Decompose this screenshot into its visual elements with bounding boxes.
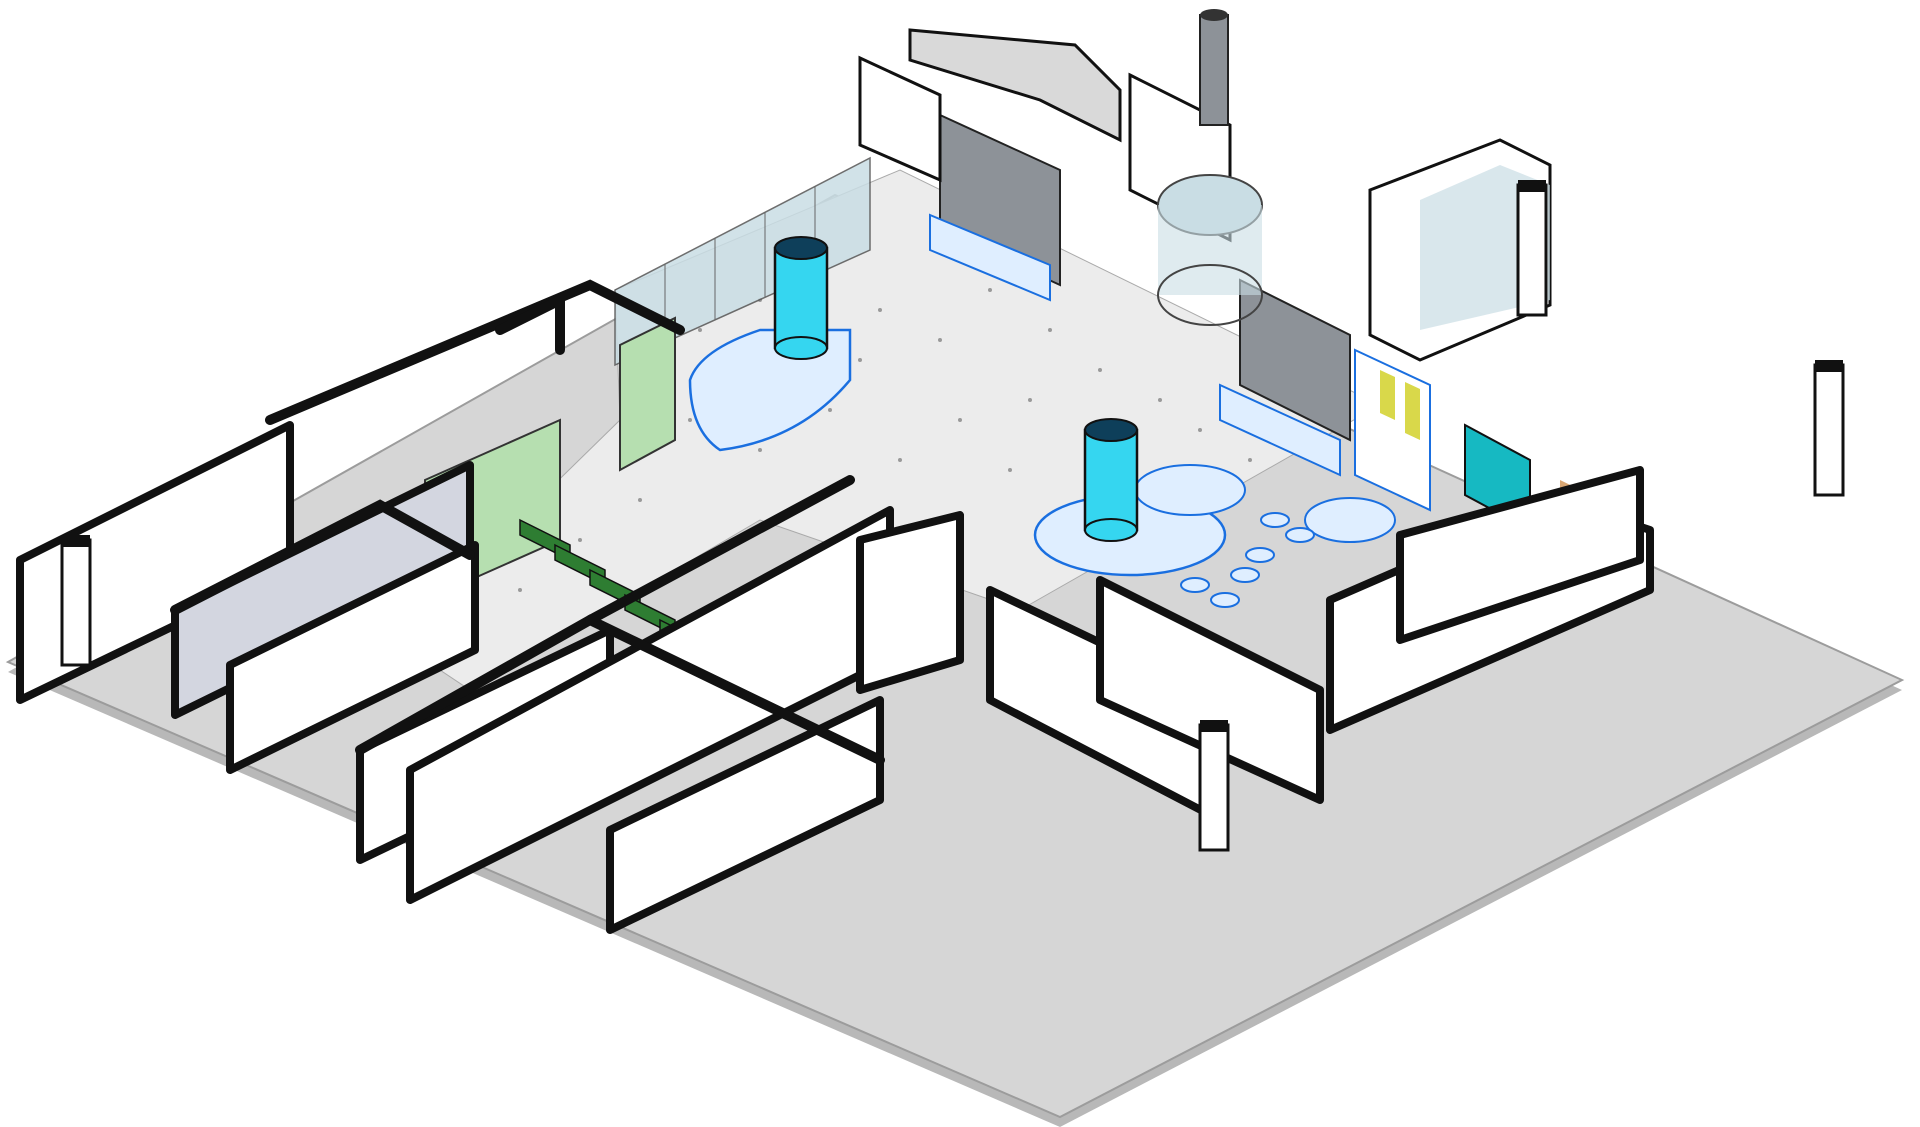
left-rooms (16, 421, 894, 934)
entry-vestibule (858, 28, 1552, 362)
lounge-table (1180, 512, 1315, 608)
pillar (1813, 360, 1845, 497)
pillar (1198, 720, 1230, 852)
reception-desk (688, 328, 852, 452)
sofa (929, 213, 1051, 302)
glass-column (1083, 418, 1139, 542)
sofa (1219, 383, 1341, 477)
chimney-pipe (1199, 9, 1229, 126)
revolving-door (1157, 174, 1263, 326)
room-walls (170, 279, 885, 765)
glass-curtain-wall (614, 156, 871, 367)
glass-column (773, 236, 829, 360)
pillar (60, 535, 92, 667)
pillar (1516, 180, 1548, 317)
right-rooms (856, 466, 1654, 824)
